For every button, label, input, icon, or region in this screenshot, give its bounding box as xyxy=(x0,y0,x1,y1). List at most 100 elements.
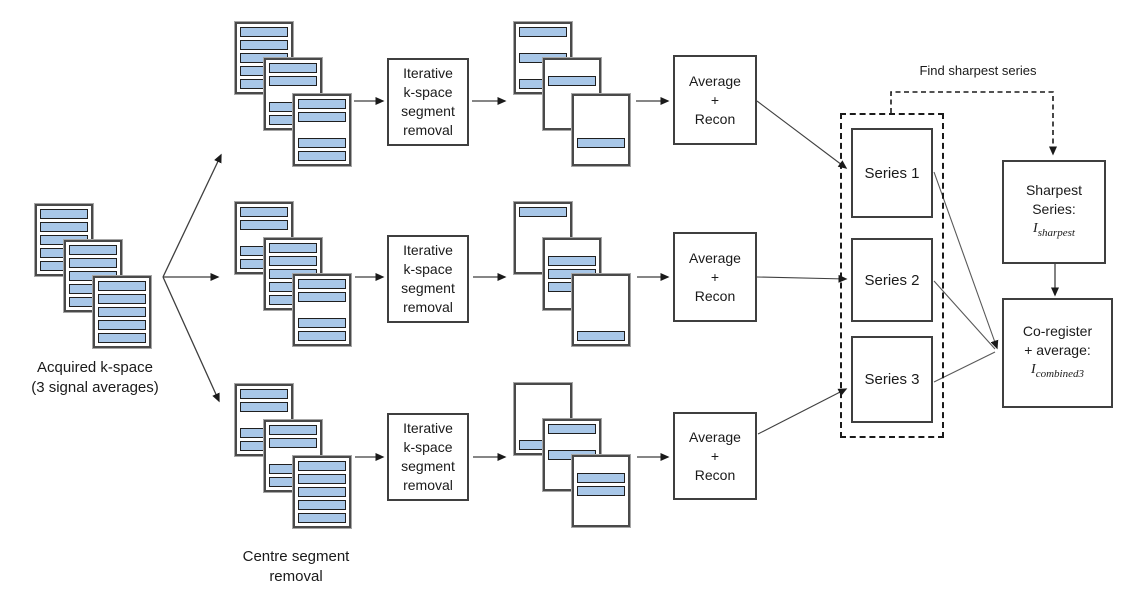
iterative-box-line: segment xyxy=(401,280,455,296)
k-space-segment-empty xyxy=(519,220,567,230)
series-3-box: Series 3 xyxy=(851,336,933,423)
average-box-line: Average xyxy=(689,249,741,266)
k-space-segment-empty xyxy=(548,243,596,253)
arrow-average3-to-series3 xyxy=(757,388,848,435)
iterative-removed-stack-3 xyxy=(514,383,665,527)
iterative-box-line: segment xyxy=(401,103,455,119)
k-space-segment-bar xyxy=(577,486,625,496)
iterative-removed-stack-2 xyxy=(514,202,665,346)
k-space-segment-bar xyxy=(269,76,317,86)
k-space-segment-bar xyxy=(577,331,625,341)
k-space-segment-bar xyxy=(519,207,567,217)
k-space-segment-empty xyxy=(577,460,625,470)
k-space-segment-bar xyxy=(298,151,346,161)
average-box-line: + xyxy=(710,268,720,285)
k-space-segment-empty xyxy=(577,512,625,522)
k-space-segment-bar xyxy=(98,333,146,343)
k-space-segment-bar xyxy=(40,222,88,232)
average-recon-box-1: Average + Recon xyxy=(673,55,757,145)
k-space-segment-bar xyxy=(298,112,346,122)
iterative-box-line: k-space xyxy=(403,84,453,100)
k-space-segment-empty xyxy=(577,99,625,109)
k-space-segment-bar xyxy=(548,76,596,86)
k-space-segment-bar xyxy=(69,245,117,255)
line-series1-to-coregister xyxy=(933,171,999,350)
iterative-box-line: k-space xyxy=(403,439,453,455)
k-space-segment-bar xyxy=(298,99,346,109)
line-series3-to-coregister xyxy=(933,351,996,383)
k-space-segment-empty xyxy=(519,40,567,50)
k-space-segment-empty xyxy=(577,112,625,122)
iterative-box-line: k-space xyxy=(403,261,453,277)
series-label: Series 3 xyxy=(864,371,920,388)
k-space-segment-bar xyxy=(98,281,146,291)
k-space-segment-empty xyxy=(519,388,567,398)
average-box-line: Recon xyxy=(694,287,736,304)
k-space-segment-empty xyxy=(298,305,346,315)
centre-segment-removal-caption: Centre segment removal xyxy=(206,547,386,587)
k-space-segment-bar xyxy=(298,292,346,302)
arrow-average2-to-series2 xyxy=(756,274,848,283)
k-space-card xyxy=(572,455,630,527)
coregister-math-label: Icombined3 xyxy=(1031,362,1084,380)
iterative-box-line: segment xyxy=(401,458,455,474)
iterative-removal-box-2: Iterative k-space segment removal xyxy=(387,235,469,323)
k-space-segment-bar xyxy=(98,307,146,317)
centre-removed-stack-1 xyxy=(235,22,386,166)
average-box-line: Recon xyxy=(694,110,736,127)
acquired-caption-line2: (3 signal averages) xyxy=(31,379,159,396)
k-space-segment-bar xyxy=(98,320,146,330)
k-space-segment-bar xyxy=(577,138,625,148)
k-space-card xyxy=(293,94,351,166)
average-recon-box-2: Average + Recon xyxy=(673,232,757,322)
k-space-segment-bar xyxy=(298,500,346,510)
iterative-box-line: removal xyxy=(403,122,453,138)
k-space-segment-bar xyxy=(240,207,288,217)
sharpest-box-line: Series: xyxy=(1032,201,1076,218)
k-space-card xyxy=(93,276,151,348)
k-space-segment-bar xyxy=(519,27,567,37)
average-box-line: Average xyxy=(689,72,741,89)
line-series2-to-coregister xyxy=(933,280,996,350)
sharpest-box-line: Sharpest xyxy=(1025,182,1083,199)
k-space-segment-empty xyxy=(577,125,625,135)
k-space-segment-bar xyxy=(240,402,288,412)
k-space-card xyxy=(572,94,630,166)
average-box-line: Recon xyxy=(694,466,736,483)
sharpest-math-label: Isharpest xyxy=(1033,221,1075,239)
k-space-segment-empty xyxy=(548,63,596,73)
k-space-segment-bar xyxy=(298,138,346,148)
iterative-box-line: removal xyxy=(403,477,453,493)
k-space-card xyxy=(293,456,351,528)
k-space-segment-bar xyxy=(269,63,317,73)
k-space-segment-bar xyxy=(269,256,317,266)
centre-removed-stack-3 xyxy=(235,384,386,528)
k-space-segment-bar xyxy=(40,209,88,219)
iterative-box-line: Iterative xyxy=(403,65,453,81)
coregister-box-line: Co-register xyxy=(1022,323,1093,340)
average-recon-box-3: Average + Recon xyxy=(673,412,757,500)
iterative-box-line: removal xyxy=(403,299,453,315)
k-space-card xyxy=(572,274,630,346)
k-space-segment-bar xyxy=(269,243,317,253)
k-space-segment-bar xyxy=(98,294,146,304)
k-space-segment-bar xyxy=(298,318,346,328)
k-space-card xyxy=(293,274,351,346)
series-1-box: Series 1 xyxy=(851,128,933,218)
series-group-dashed-box xyxy=(840,113,944,438)
sharpest-series-box: Sharpest Series: Isharpest xyxy=(1002,160,1106,264)
k-space-segment-bar xyxy=(298,513,346,523)
average-box-line: + xyxy=(710,447,720,464)
centre-caption-line2: removal xyxy=(269,568,323,585)
k-space-segment-empty xyxy=(577,292,625,302)
k-space-segment-bar xyxy=(240,389,288,399)
average-box-line: + xyxy=(710,91,720,108)
k-space-segment-bar xyxy=(69,258,117,268)
k-space-segment-empty xyxy=(577,151,625,161)
iterative-removal-box-1: Iterative k-space segment removal xyxy=(387,58,469,146)
coregister-average-box: Co-register + average: Icombined3 xyxy=(1002,298,1113,408)
k-space-segment-empty xyxy=(577,305,625,315)
k-space-segment-bar xyxy=(548,424,596,434)
acquired-kspace-stack xyxy=(35,204,186,348)
